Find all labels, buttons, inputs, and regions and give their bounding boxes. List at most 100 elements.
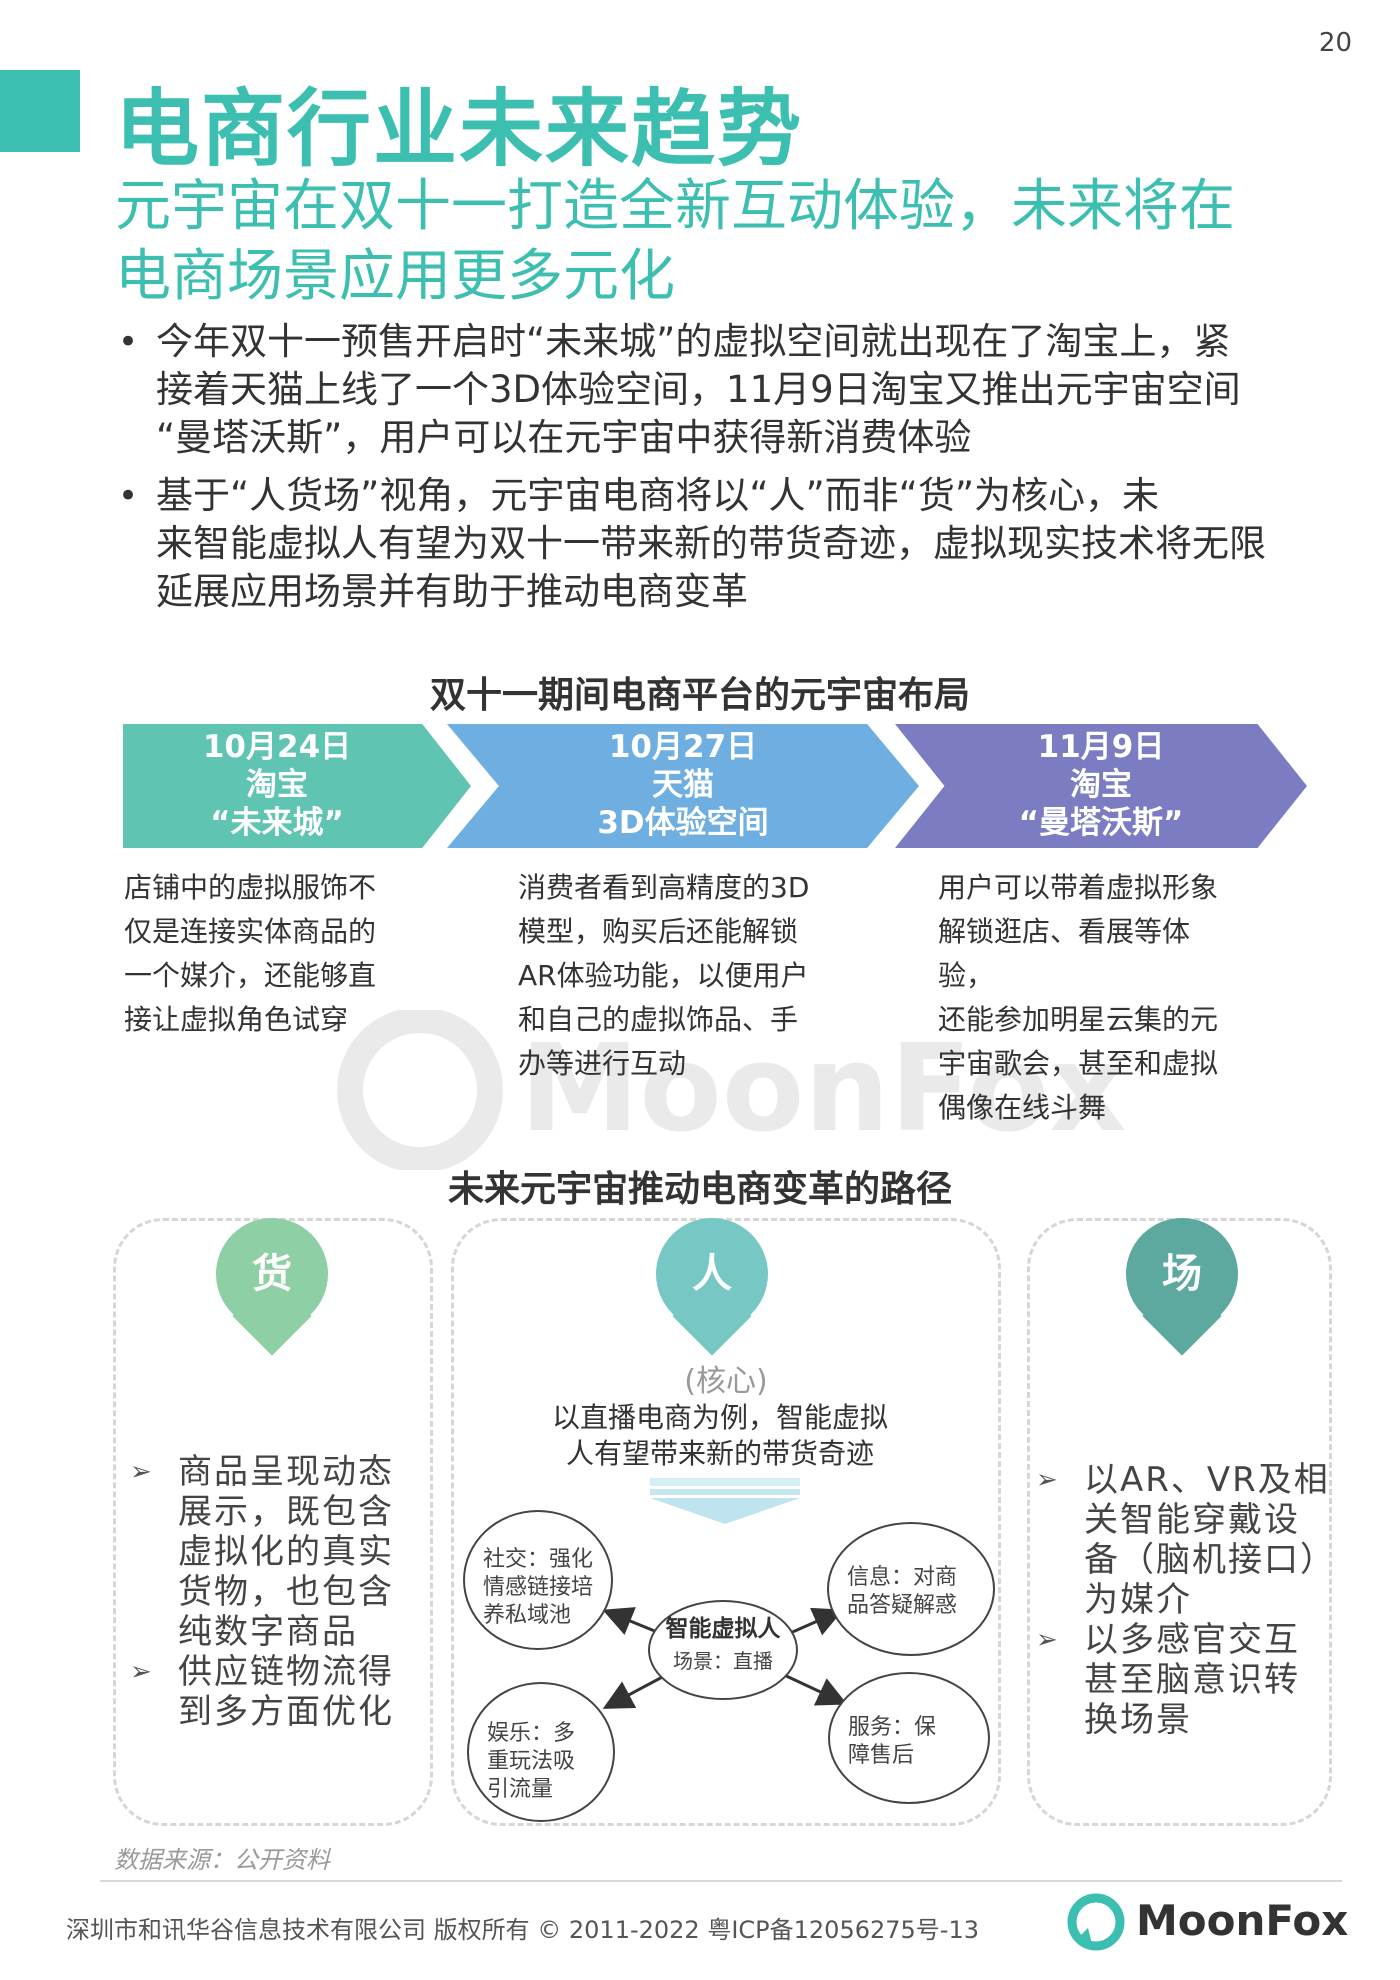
step-2-name: 3D体验空间 bbox=[597, 805, 769, 841]
step-3-date: 11月9日 bbox=[1037, 729, 1165, 765]
title-accent-bar bbox=[0, 70, 80, 152]
watermark-text: MoonFox bbox=[520, 1020, 1127, 1159]
moonfox-logo: MoonFox bbox=[1066, 1890, 1348, 1954]
desc-line: 店铺中的虚拟服饰不 bbox=[124, 871, 377, 904]
bubble-line: 障售后 bbox=[848, 1743, 915, 1768]
path-title: 未来元宇宙推动电商变革的路径 bbox=[447, 1169, 952, 1210]
bubble-line: 重玩法吸 bbox=[487, 1749, 576, 1774]
step-2-description: 消费者看到高精度的3D 模型，购买后还能解锁 AR体验功能，以便用户 和自己的虚… bbox=[518, 866, 828, 1086]
bullet-dot: • bbox=[118, 322, 139, 362]
arrow-bullet-icon: ➢ bbox=[130, 1657, 154, 1687]
goods-pin-icon: 货 bbox=[216, 1218, 328, 1358]
page-title: 电商行业未来趋势 bbox=[115, 80, 804, 178]
field-label: 场 bbox=[1126, 1218, 1238, 1330]
step-2-platform: 天猫 bbox=[652, 767, 714, 803]
bubble-line: 养私域池 bbox=[483, 1603, 572, 1628]
goods-label: 货 bbox=[216, 1218, 328, 1330]
list-line: 备（脑机接口） bbox=[1084, 1540, 1336, 1580]
moonfox-watermark: MoonFox bbox=[330, 1007, 1127, 1173]
list-line: 甚至脑意识转 bbox=[1084, 1660, 1300, 1700]
info-bubble: 信息：对商 品答疑解惑 bbox=[827, 1522, 995, 1656]
desc-line: 解锁逛店、看展等体验， bbox=[938, 915, 1191, 992]
page-subtitle: 元宇宙在双十一打造全新互动体验，未来将在 电商场景应用更多元化 bbox=[115, 172, 1315, 312]
list-item: ➢ 以多感官交互 甚至脑意识转 换场景 bbox=[1034, 1620, 1334, 1740]
bullet-2-line-2: 来智能虚拟人有望为双十一带来新的带货奇迹，虚拟现实技术将无限 bbox=[156, 522, 1266, 565]
list-item: ➢ 商品呈现动态 展示，既包含 虚拟化的真实 货物，也包含 纯数字商品 bbox=[128, 1452, 428, 1652]
moonfox-watermark-icon bbox=[337, 1007, 503, 1173]
people-description: 以直播电商为例，智能虚拟 人有望带来新的带货奇迹 bbox=[520, 1400, 920, 1472]
bullet-dot: • bbox=[118, 476, 139, 516]
bullet-paragraph-2: • 基于“人货场”视角，元宇宙电商将以“人”而非“货”为核心，未 来智能虚拟人有… bbox=[118, 472, 1318, 616]
bullet-1-line-1: 今年双十一预售开启时“未来城”的虚拟空间就出现在了淘宝上，紧 bbox=[156, 320, 1231, 363]
list-line: 换场景 bbox=[1084, 1700, 1192, 1740]
list-line: 供应链物流得 bbox=[178, 1652, 394, 1692]
desc-line: 用户可以带着虚拟形象 bbox=[938, 871, 1219, 904]
subtitle-line-1: 元宇宙在双十一打造全新互动体验，未来将在 bbox=[115, 174, 1235, 239]
list-line: 展示，既包含 bbox=[178, 1492, 394, 1532]
list-line: 货物，也包含 bbox=[178, 1572, 394, 1612]
desc-line: 偶像在线斗舞 bbox=[938, 1091, 1107, 1124]
step-3-name: “曼塔沃斯” bbox=[1018, 805, 1184, 841]
desc-line: 和自己的虚拟饰品、手 bbox=[518, 1003, 799, 1036]
bubble-line: 娱乐：多 bbox=[487, 1721, 576, 1746]
list-line: 商品呈现动态 bbox=[178, 1452, 394, 1492]
data-source-note: 数据来源：公开资料 bbox=[114, 1846, 330, 1874]
list-line: 虚拟化的真实 bbox=[178, 1532, 394, 1572]
timeline-step-2: 10月27日 天猫 3D体验空间 bbox=[447, 724, 919, 848]
arrow-bullet-icon: ➢ bbox=[1036, 1465, 1060, 1495]
footer-divider bbox=[100, 1880, 1342, 1882]
bullet-paragraph-1: • 今年双十一预售开启时“未来城”的虚拟空间就出现在了淘宝上，紧 接着天猫上线了… bbox=[118, 318, 1318, 462]
bullet-1-line-3: “曼塔沃斯”，用户可以在元宇宙中获得新消费体验 bbox=[156, 416, 972, 459]
desc-line: 宇宙歌会，甚至和虚拟 bbox=[938, 1047, 1219, 1080]
desc-line: AR体验功能，以便用户 bbox=[518, 959, 809, 992]
people-label: 人 bbox=[656, 1218, 768, 1330]
list-item: ➢ 以AR、VR及相 关智能穿戴设 备（脑机接口） 为媒介 bbox=[1034, 1460, 1334, 1620]
step-2-date: 10月27日 bbox=[608, 729, 758, 765]
center-title: 智能虚拟人 bbox=[665, 1616, 781, 1642]
desc-line: 还能参加明星云集的元 bbox=[938, 1003, 1219, 1036]
core-label: (核心) bbox=[684, 1364, 768, 1399]
bubble-line: 服务：保 bbox=[848, 1715, 937, 1740]
arrow-bullet-icon: ➢ bbox=[1036, 1625, 1060, 1655]
social-bubble: 社交：强化 情感链接培 养私域池 bbox=[463, 1510, 613, 1650]
timeline-step-3: 11月9日 淘宝 “曼塔沃斯” bbox=[895, 724, 1307, 848]
down-arrow-icon bbox=[650, 1478, 800, 1524]
desc-line: 消费者看到高精度的3D bbox=[518, 871, 810, 904]
bubble-line: 情感链接培 bbox=[483, 1575, 594, 1600]
people-desc-line-2: 人有望带来新的带货奇迹 bbox=[565, 1437, 874, 1470]
page-number: 20 bbox=[1318, 28, 1352, 58]
people-desc-line-1: 以直播电商为例，智能虚拟 bbox=[551, 1401, 888, 1434]
bubble-line: 引流量 bbox=[487, 1777, 554, 1802]
timeline-title: 双十一期间电商平台的元宇宙布局 bbox=[429, 675, 970, 716]
desc-line: 模型，购买后还能解锁 bbox=[518, 915, 799, 948]
timeline-step-1: 10月24日 淘宝 “未来城” bbox=[123, 724, 471, 848]
center-subtitle: 场景：直播 bbox=[673, 1649, 773, 1673]
list-line: 为媒介 bbox=[1084, 1580, 1192, 1620]
bubble-line: 信息：对商 bbox=[847, 1565, 958, 1590]
bullet-1-line-2: 接着天猫上线了一个3D体验空间，11月9日淘宝又推出元宇宙空间 bbox=[156, 368, 1241, 411]
arrow-bullet-icon: ➢ bbox=[130, 1457, 154, 1487]
bubble-line: 品答疑解惑 bbox=[847, 1593, 958, 1618]
goods-list: ➢ 商品呈现动态 展示，既包含 虚拟化的真实 货物，也包含 纯数字商品 ➢ 供应… bbox=[128, 1452, 428, 1732]
virtual-human-center-bubble: 智能虚拟人 场景：直播 bbox=[648, 1600, 798, 1700]
bullet-2-line-3: 延展应用场景并有助于推动电商变革 bbox=[156, 570, 748, 613]
step-3-description: 用户可以带着虚拟形象 解锁逛店、看展等体验， 还能参加明星云集的元 宇宙歌会，甚… bbox=[938, 866, 1238, 1130]
list-line: 关智能穿戴设 bbox=[1084, 1500, 1300, 1540]
people-pin-icon: 人 bbox=[656, 1218, 768, 1358]
desc-line: 办等进行互动 bbox=[518, 1047, 687, 1080]
field-pin-icon: 场 bbox=[1126, 1218, 1238, 1358]
desc-line: 一个媒介，还能够直 bbox=[124, 959, 377, 992]
moonfox-logo-icon bbox=[1067, 1893, 1125, 1951]
step-1-description: 店铺中的虚拟服饰不 仅是连接实体商品的 一个媒介，还能够直 接让虚拟角色试穿 bbox=[124, 866, 414, 1042]
bullet-2-line-1: 基于“人货场”视角，元宇宙电商将以“人”而非“货”为核心，未 bbox=[156, 474, 1160, 517]
list-line: 以多感官交互 bbox=[1084, 1620, 1300, 1660]
list-item: ➢ 供应链物流得 到多方面优化 bbox=[128, 1652, 428, 1732]
step-1-platform: 淘宝 bbox=[246, 767, 308, 803]
service-bubble: 服务：保 障售后 bbox=[828, 1672, 990, 1804]
footer-copyright: 深圳市和讯华谷信息技术有限公司 版权所有 © 2011-2022 粤ICP备12… bbox=[66, 1916, 979, 1944]
entertainment-bubble: 娱乐：多 重玩法吸 引流量 bbox=[467, 1682, 615, 1822]
list-line: 到多方面优化 bbox=[178, 1692, 394, 1732]
list-line: 以AR、VR及相 bbox=[1084, 1460, 1330, 1500]
step-3-platform: 淘宝 bbox=[1070, 767, 1132, 803]
subtitle-line-2: 电商场景应用更多元化 bbox=[115, 244, 675, 309]
